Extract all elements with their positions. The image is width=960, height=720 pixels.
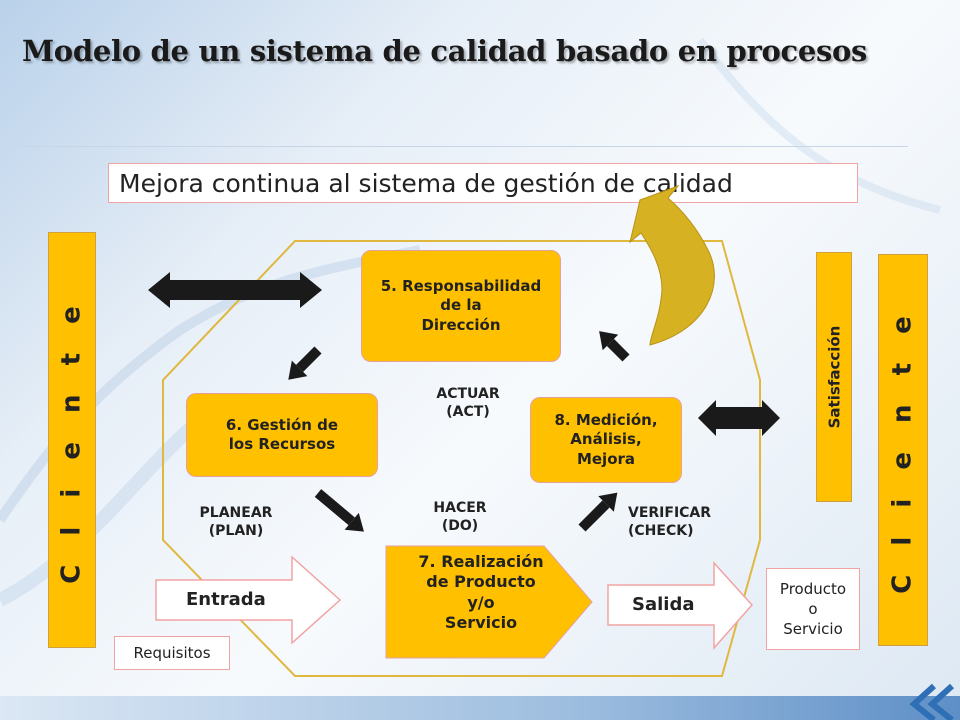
mejora-continua-text: Mejora continua al sistema de gestión de… <box>119 168 733 198</box>
cycle-planear: PLANEAR (PLAN) <box>199 505 273 540</box>
satisfaccion-label: Satisfacción <box>825 325 844 429</box>
satisfaccion-bar: Satisfacción <box>816 252 852 502</box>
requisitos-box: Requisitos <box>114 636 230 670</box>
arrow-to-responsabilidad <box>599 331 630 362</box>
cliente-left-bar: C l i e n t e <box>48 232 96 648</box>
corner-chevron-icon <box>909 683 955 720</box>
requisitos-label: Requisitos <box>133 643 211 662</box>
realizacion-label: 7. Realización de Producto y/o Servicio <box>418 552 544 633</box>
mejora-continua-banner: Mejora continua al sistema de gestión de… <box>108 163 858 203</box>
bottom-decor-bar <box>0 696 960 720</box>
cliente-left-double-arrow <box>148 272 322 308</box>
salida-arrow <box>607 561 754 650</box>
entrada-label: Entrada <box>186 589 266 610</box>
salida-label: Salida <box>632 594 695 615</box>
producto-label: Producto o Servicio <box>779 579 847 639</box>
arrow-to-medicion <box>578 492 618 532</box>
cliente-right-bar: C l i e n t e <box>878 254 928 646</box>
producto-box: Producto o Servicio <box>766 568 860 650</box>
page-title: Modelo de un sistema de calidad basado e… <box>22 34 868 68</box>
arrow-to-recursos <box>288 346 322 380</box>
recursos-box: 6. Gestión de los Recursos <box>186 393 378 477</box>
realizacion-shape <box>385 545 593 659</box>
cliente-right-double-arrow <box>698 400 780 436</box>
title-divider <box>22 146 908 147</box>
cycle-actuar: ACTUAR (ACT) <box>436 386 500 421</box>
process-frame <box>162 240 761 677</box>
improvement-curved-arrow <box>629 184 715 346</box>
responsabilidad-box: 5. Responsabilidad de la Dirección <box>361 250 561 362</box>
cliente-right-label: C l i e n t e <box>888 306 919 594</box>
cliente-left-label: C l i e n t e <box>57 296 88 584</box>
cycle-hacer: HACER (DO) <box>433 500 487 535</box>
entrada-arrow <box>155 555 342 645</box>
cycle-verificar: VERIFICAR (CHECK) <box>628 505 712 540</box>
medicion-box: 8. Medición, Análisis, Mejora <box>530 397 682 483</box>
arrow-to-realizacion <box>314 489 364 532</box>
